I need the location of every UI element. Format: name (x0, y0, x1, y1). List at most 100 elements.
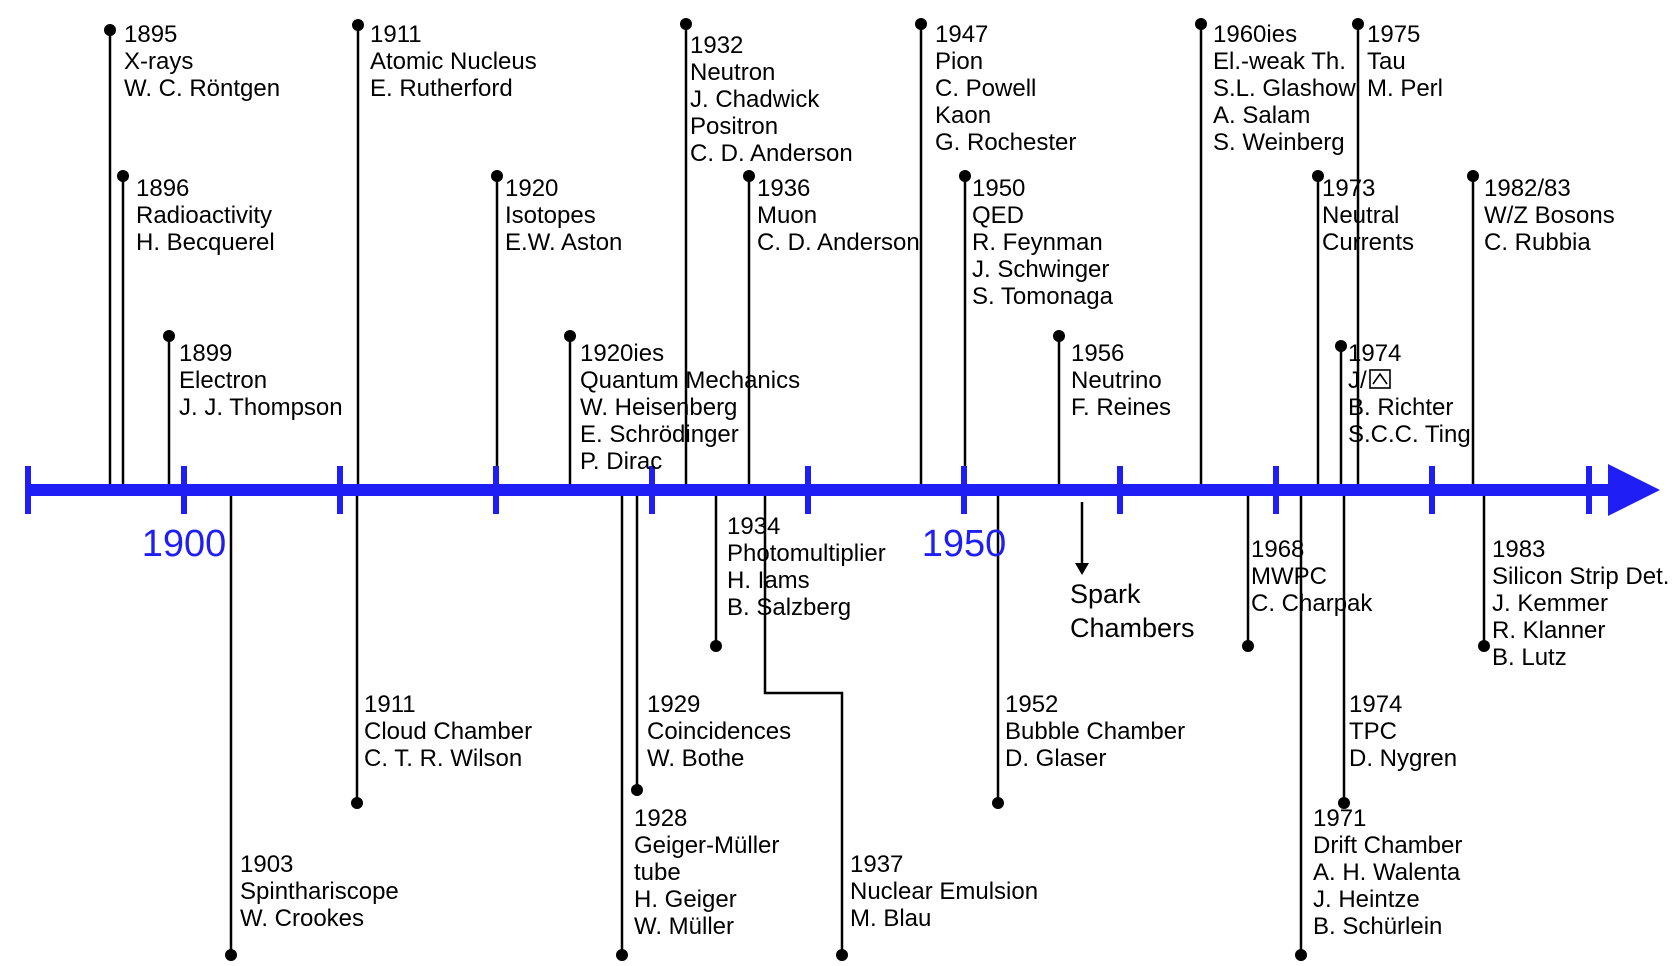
label-line: E. Rutherford (370, 75, 513, 102)
label-year: 1952 (1005, 691, 1058, 718)
label-year: 1911 (370, 21, 422, 48)
label-line: W/Z Bosons (1484, 202, 1615, 229)
leader-dot (1195, 18, 1207, 30)
label-line: Neutrino (1071, 367, 1162, 394)
label-line: Tau (1367, 48, 1406, 75)
label-year: 1973 (1322, 175, 1375, 202)
label-line: Silicon Strip Det. (1492, 563, 1669, 590)
leader-dot (1335, 340, 1347, 352)
label-year: 1929 (647, 691, 700, 718)
label-line: Currents (1322, 229, 1414, 256)
label-line: S.L. Glashow (1213, 75, 1356, 102)
label-line: H. Iams (727, 567, 810, 594)
label-line: A. H. Walenta (1313, 859, 1461, 886)
label-line: G. Rochester (935, 129, 1076, 156)
label-line: S. Tomonaga (972, 283, 1114, 310)
label-year: Spark (1070, 579, 1141, 609)
leader-dot (710, 640, 722, 652)
label-line: X-rays (124, 48, 193, 75)
label-year: 1975 (1367, 21, 1420, 48)
leader-dot (351, 797, 363, 809)
label-line: Neutral (1322, 202, 1399, 229)
label-year: 1896 (136, 175, 189, 202)
label-line: R. Klanner (1492, 617, 1605, 644)
label-line: B. Schürlein (1313, 913, 1442, 940)
label-line: W. Crookes (240, 905, 364, 932)
label-line: D. Nygren (1349, 745, 1457, 772)
leader-dot (1242, 640, 1254, 652)
year-label-1950: 1950 (922, 523, 1007, 565)
leader-dot (631, 784, 643, 796)
label-line: Positron (690, 113, 778, 140)
label-year: 1920 (505, 175, 558, 202)
leader-dot (743, 170, 755, 182)
label-line: Spinthariscope (240, 878, 399, 905)
axis-tick (961, 466, 967, 514)
label-line: W. Heisenberg (580, 394, 737, 421)
leader-dot (1312, 170, 1324, 182)
label-year: 1934 (727, 513, 780, 540)
axis-tick (493, 466, 499, 514)
label-line: Geiger-Müller (634, 832, 779, 859)
leader-dot (992, 797, 1004, 809)
label-line: Photomultiplier (727, 540, 886, 567)
leader-dot (352, 19, 364, 31)
axis-tick (181, 466, 187, 514)
label-line: S. Weinberg (1213, 129, 1345, 156)
label-line: El.-weak Th. (1213, 48, 1346, 75)
label-line: Pion (935, 48, 983, 75)
label-line: E.W. Aston (505, 229, 622, 256)
label-line: M. Blau (850, 905, 931, 932)
leader-dot (836, 949, 848, 961)
label-line: Atomic Nucleus (370, 48, 537, 75)
label-line: Isotopes (505, 202, 596, 229)
label-year: 1950 (972, 175, 1025, 202)
label-line: J. Kemmer (1492, 590, 1608, 617)
leader-dot (1478, 640, 1490, 652)
label-year: 1983 (1492, 536, 1545, 563)
label-year: 1960ies (1213, 21, 1297, 48)
label-line: J/ (1348, 367, 1367, 394)
label-year: 1947 (935, 21, 988, 48)
axis-tick (25, 466, 31, 514)
missing-glyph-mark (1372, 372, 1388, 385)
label-line: M. Perl (1367, 75, 1443, 102)
arrowhead (1075, 563, 1089, 575)
timeline-arrowhead (1608, 464, 1660, 516)
leader-dot (616, 949, 628, 961)
label-line: W. Bothe (647, 745, 744, 772)
label-year: 1903 (240, 851, 293, 878)
label-year: 1971 (1313, 805, 1366, 832)
label-line: Quantum Mechanics (580, 367, 800, 394)
label-line: W. C. Röntgen (124, 75, 280, 102)
label-line: C. D. Anderson (690, 140, 853, 167)
label-line: B. Salzberg (727, 594, 851, 621)
label-line: E. Schrödinger (580, 421, 739, 448)
axis-tick (805, 466, 811, 514)
label-line: F. Reines (1071, 394, 1171, 421)
axis-ticks (25, 466, 1592, 514)
leader-dot (163, 330, 175, 342)
missing-glyph-icon (1369, 369, 1391, 389)
label-line: Neutron (690, 59, 775, 86)
leader-dot (1053, 330, 1065, 342)
label-year: 1937 (850, 851, 903, 878)
axis-tick (1117, 466, 1123, 514)
timeline-axis: 1900 1950 (25, 464, 1660, 565)
label-year: 1895 (124, 21, 177, 48)
label-year: 1982/83 (1484, 175, 1571, 202)
